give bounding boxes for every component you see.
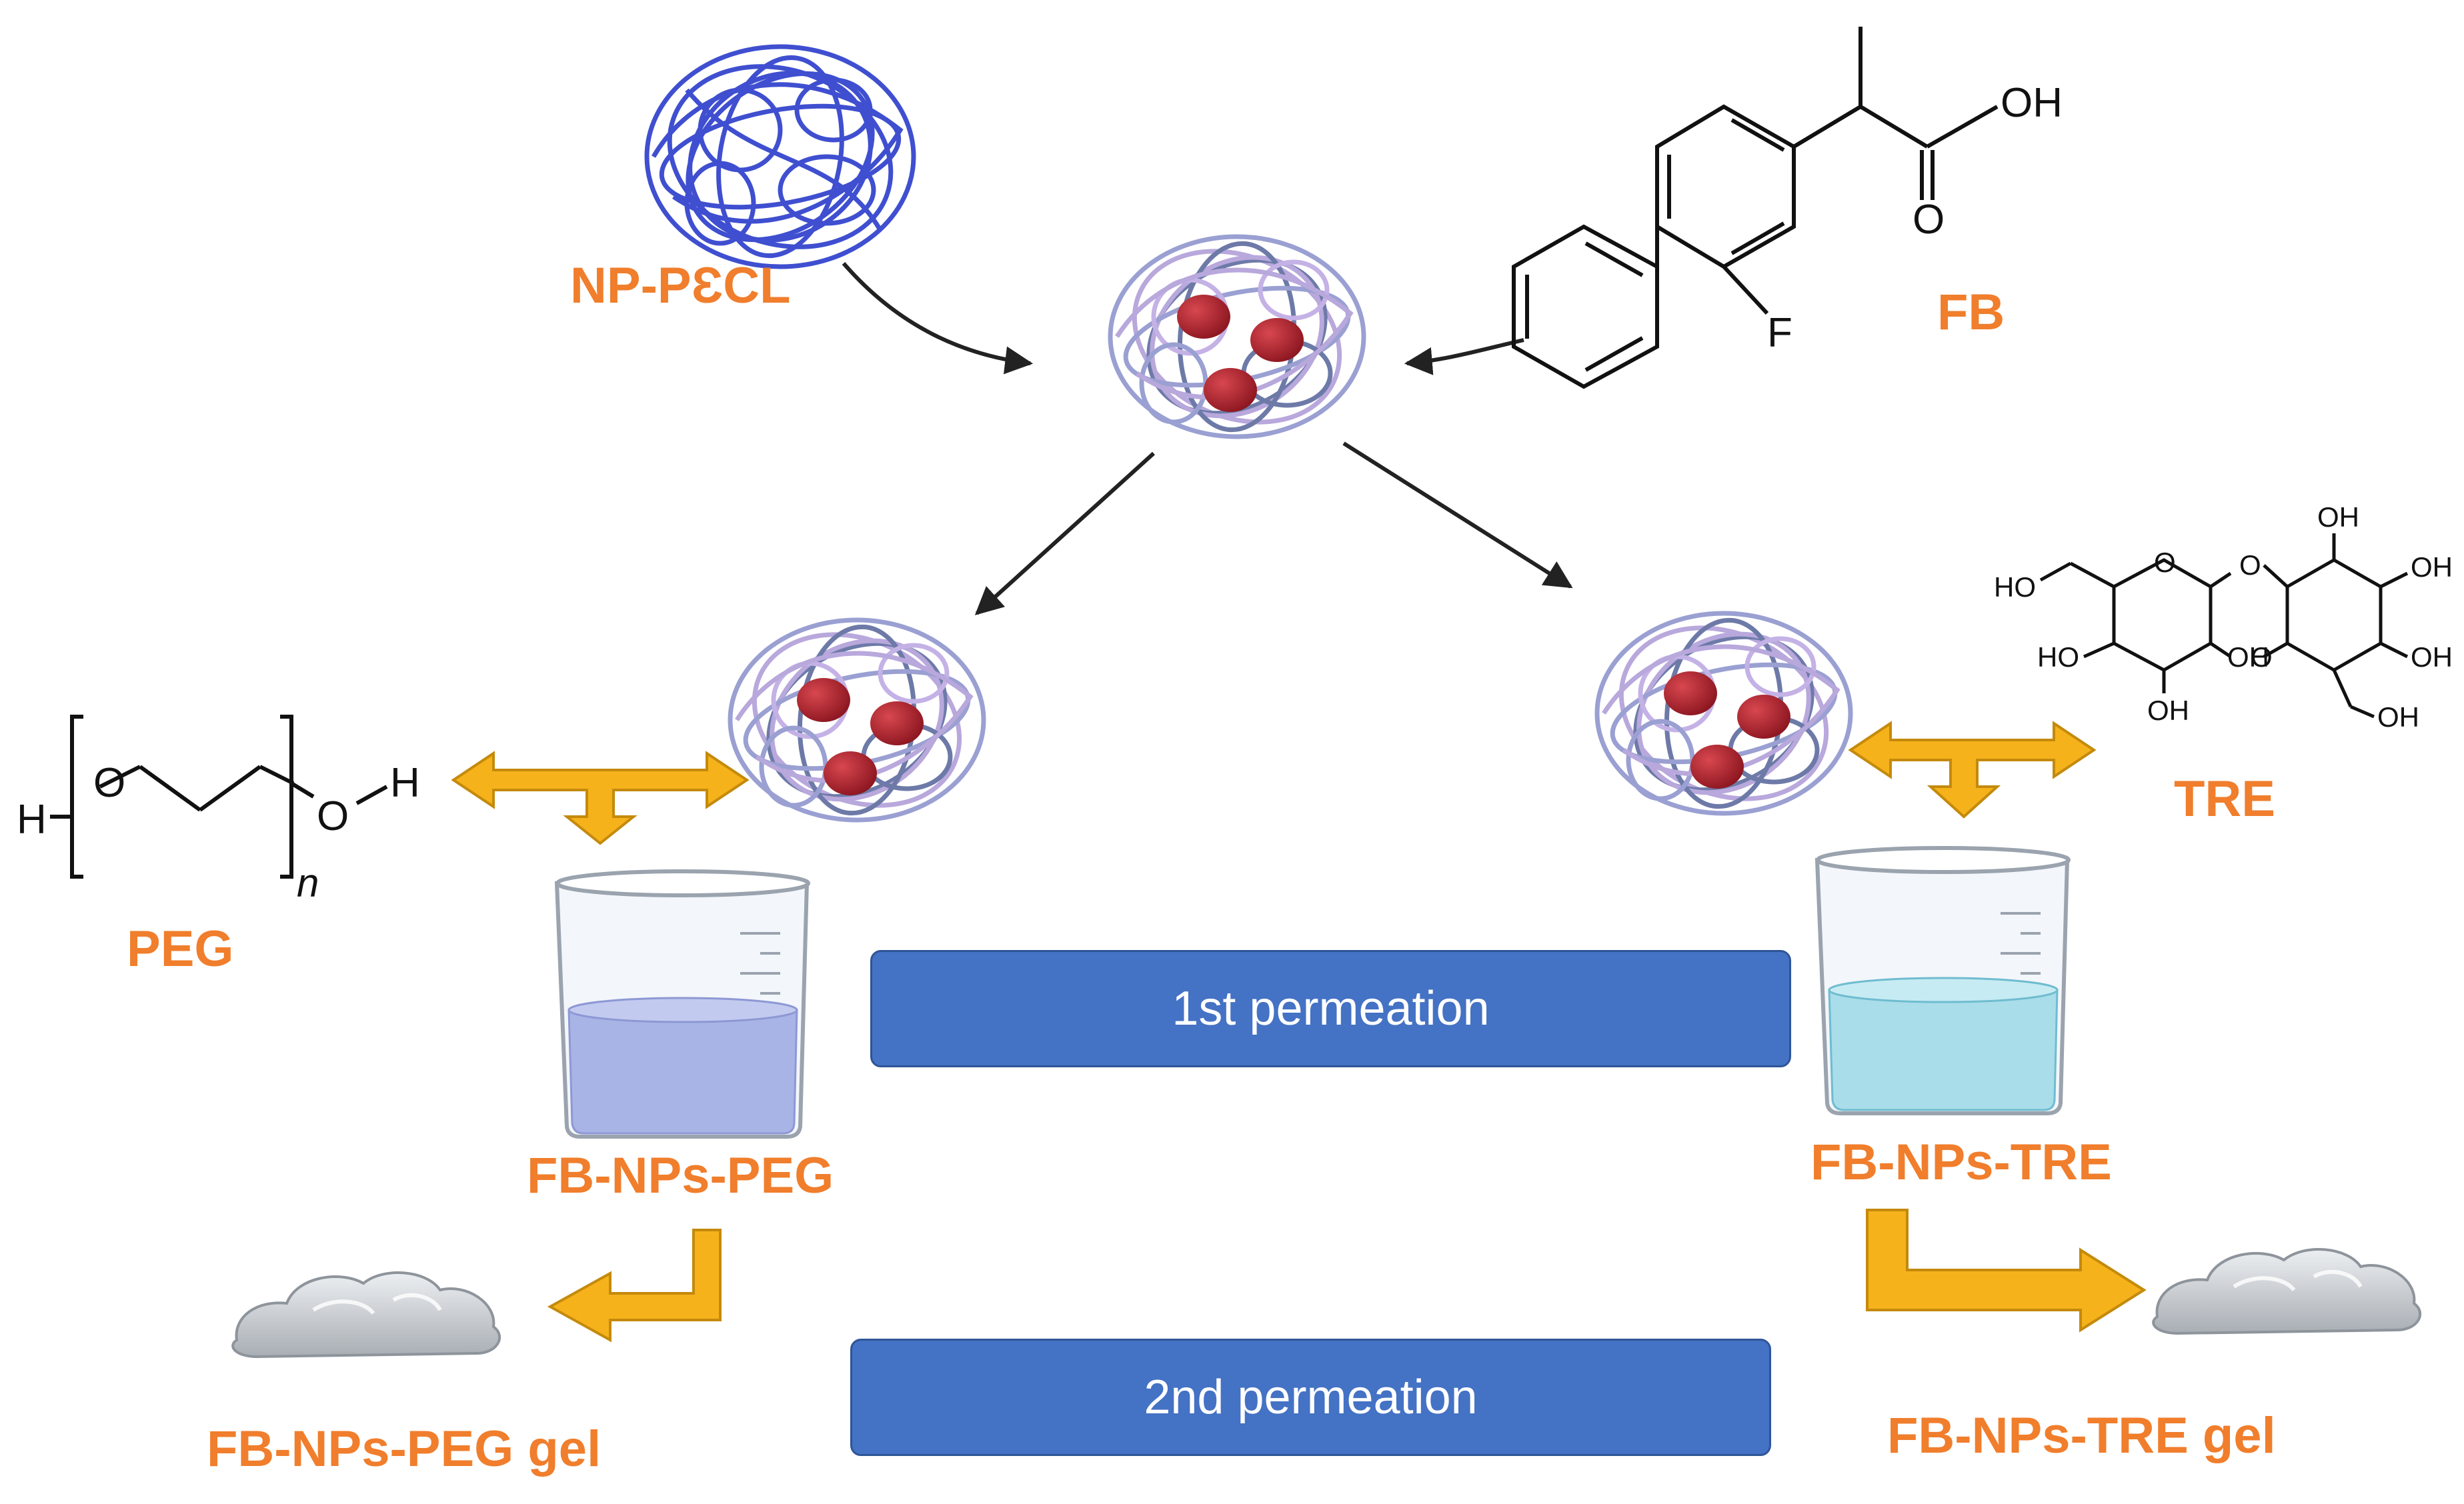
np-pecl-label: NP-PƐCL	[570, 257, 791, 314]
drug-loaded-nanoparticle-icon	[726, 603, 987, 838]
gel-icon	[231, 1271, 501, 1359]
tre-ho-2: HO	[2037, 641, 2079, 673]
fb-oh-text: OH	[2001, 80, 2063, 126]
tre-o-ring-2: O	[2251, 641, 2273, 673]
tre-oh-right-2: OH	[2411, 641, 2453, 673]
tre-oh-bottom: OH	[2377, 701, 2419, 733]
bent-arrow-icon	[1866, 1209, 2147, 1333]
second-permeation-bar: 2nd permeation	[850, 1339, 1771, 1456]
trehalose-structure	[2039, 533, 2409, 719]
fb-nps-tre-label: FB-NPs-TRE	[1810, 1134, 2112, 1191]
tre-label: TRE	[2174, 771, 2275, 827]
polymer-nanoparticle-icon	[644, 44, 916, 269]
arrow-fb-to-loaded	[1404, 338, 1524, 375]
first-permeation-bar: 1st permeation	[870, 950, 1791, 1067]
arrow-np-to-loaded	[842, 262, 1034, 375]
arrow-loaded-to-peg	[974, 451, 1156, 615]
peg-h-right: H	[390, 760, 420, 806]
tre-ho-1: HO	[1994, 571, 2036, 603]
second-permeation-text: 2nd permeation	[1144, 1371, 1478, 1424]
beaker-icon	[554, 869, 810, 1139]
arrow-loaded-to-tre	[1342, 441, 1573, 589]
gel-icon	[2152, 1248, 2422, 1335]
tre-oh-top: OH	[2317, 501, 2359, 533]
drug-loaded-nanoparticle-icon	[1593, 596, 1854, 831]
peg-o-end: O	[317, 793, 349, 839]
peg-structure	[50, 715, 388, 879]
tre-o-bridge: O	[2239, 549, 2261, 581]
fb-o-text: O	[1913, 197, 1945, 243]
tre-oh-left-bottom: OH	[2147, 695, 2189, 726]
flurbiprofen-structure	[1512, 27, 1999, 389]
fb-nps-tre-gel-label: FB-NPs-TRE gel	[1887, 1407, 2276, 1464]
fb-f-text: F	[1767, 310, 1792, 356]
beaker-icon	[1814, 846, 2071, 1115]
fb-nps-peg-label: FB-NPs-PEG	[527, 1147, 834, 1204]
double-arrow-icon	[1848, 721, 2097, 819]
peg-n-subscript: n	[297, 861, 319, 905]
tre-oh-mid: OH	[2227, 641, 2269, 673]
double-arrow-icon	[451, 751, 750, 845]
drug-loaded-nanoparticle-icon	[1108, 234, 1366, 439]
peg-h-left: H	[17, 797, 47, 843]
fb-nps-peg-gel-label: FB-NPs-PEG gel	[207, 1421, 601, 1477]
tre-oh-right-1: OH	[2411, 551, 2453, 583]
bent-arrow-icon	[547, 1229, 722, 1343]
fb-label: FB	[1937, 284, 2005, 341]
peg-o-inner: O	[93, 760, 125, 806]
first-permeation-text: 1st permeation	[1172, 982, 1490, 1035]
tre-o-ring-1: O	[2154, 547, 2176, 578]
peg-label: PEG	[127, 921, 234, 977]
